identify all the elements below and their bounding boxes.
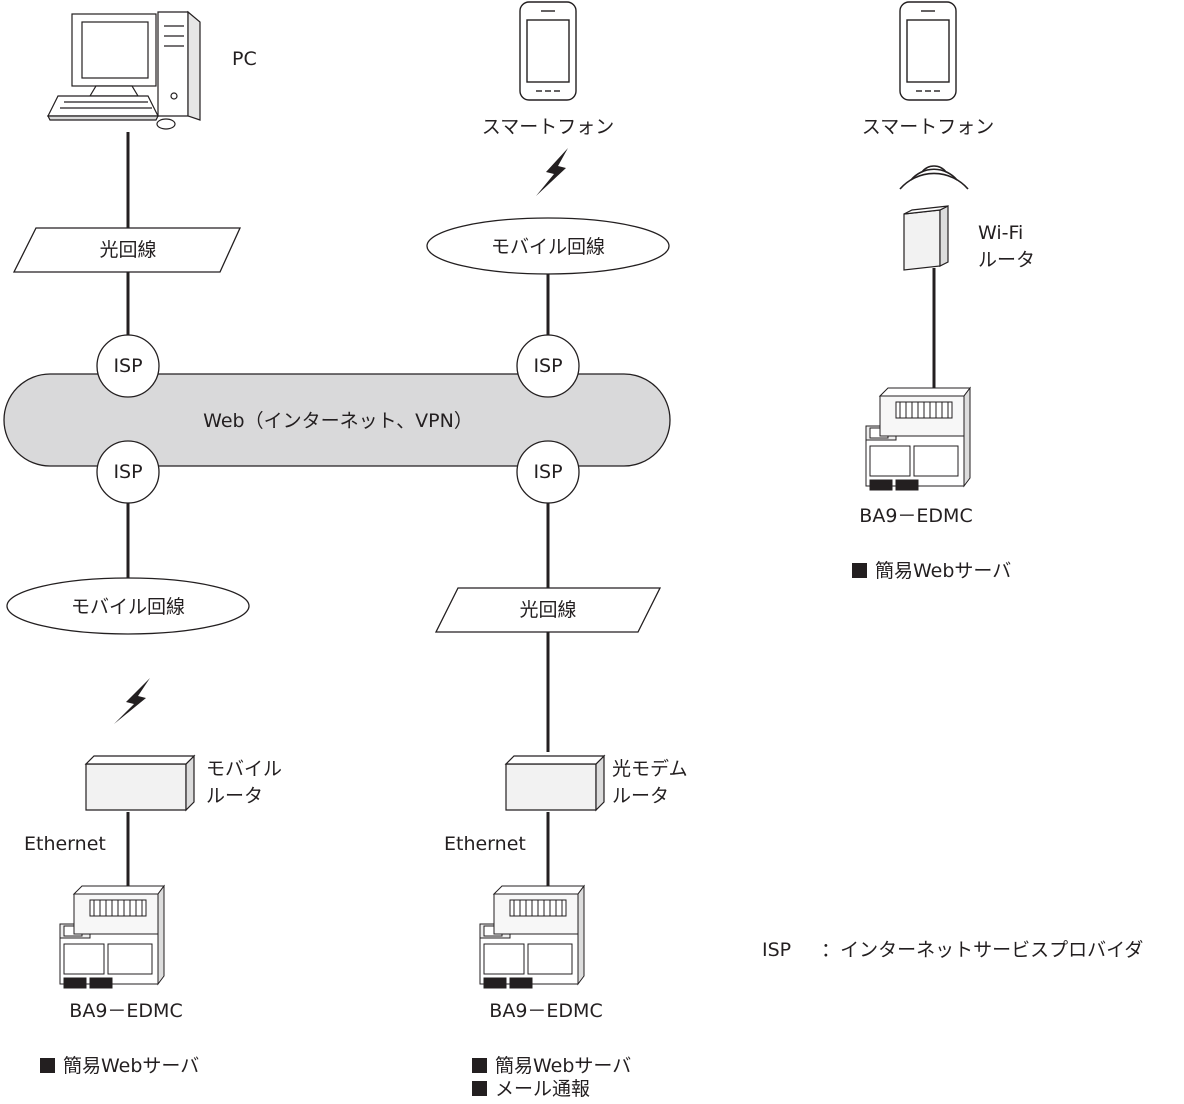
device-icon: [866, 388, 970, 490]
legend-isp: ISP：インターネットサービスプロバイダ: [762, 939, 1143, 961]
device-label: BA9－EDMC: [69, 1000, 182, 1022]
ethernet-label: Ethernet: [24, 833, 106, 855]
wifi-icon: [900, 166, 968, 189]
device-icon: [480, 886, 584, 988]
lightning-icon: [114, 678, 150, 724]
bullet-square-icon: [472, 1081, 487, 1096]
wifi-router-label: Wi-Fi ルータ: [978, 220, 1035, 274]
feature-item: メール通報: [472, 1078, 590, 1100]
isp-label: ISP: [533, 355, 562, 377]
lightning-icon: [536, 148, 568, 196]
mobile-router-icon: [86, 756, 194, 810]
smartphone-icon: [520, 2, 576, 100]
optical-modem-label: 光モデム ルータ: [612, 756, 688, 810]
device-label: BA9－EDMC: [489, 1000, 602, 1022]
isp-label: ISP: [533, 461, 562, 483]
wifi-router-icon: [904, 206, 948, 270]
device-label: BA9－EDMC: [859, 505, 972, 527]
mobile-line-label: モバイル回線: [491, 236, 605, 258]
feature-item: 簡易Webサーバ: [472, 1055, 631, 1077]
pc-label: PC: [232, 48, 257, 70]
mobile-line-label: モバイル回線: [71, 596, 185, 618]
fiber-line-label: 光回線: [519, 599, 576, 621]
isp-label: ISP: [113, 355, 142, 377]
optical-modem-icon: [506, 756, 604, 810]
pc-icon: [48, 12, 200, 129]
ethernet-label: Ethernet: [444, 833, 526, 855]
bullet-square-icon: [852, 563, 867, 578]
isp-label: ISP: [113, 461, 142, 483]
smartphone-label: スマートフォン: [862, 116, 994, 138]
device-icon: [60, 886, 164, 988]
bullet-square-icon: [40, 1058, 55, 1073]
web-label: Web（インターネット、VPN）: [203, 410, 473, 432]
feature-item: 簡易Webサーバ: [852, 560, 1011, 582]
smartphone-label: スマートフォン: [482, 116, 614, 138]
mobile-router-label: モバイル ルータ: [206, 756, 282, 810]
fiber-line-label: 光回線: [99, 239, 156, 261]
smartphone-icon: [900, 2, 956, 100]
feature-item: 簡易Webサーバ: [40, 1055, 199, 1077]
bullet-square-icon: [472, 1058, 487, 1073]
